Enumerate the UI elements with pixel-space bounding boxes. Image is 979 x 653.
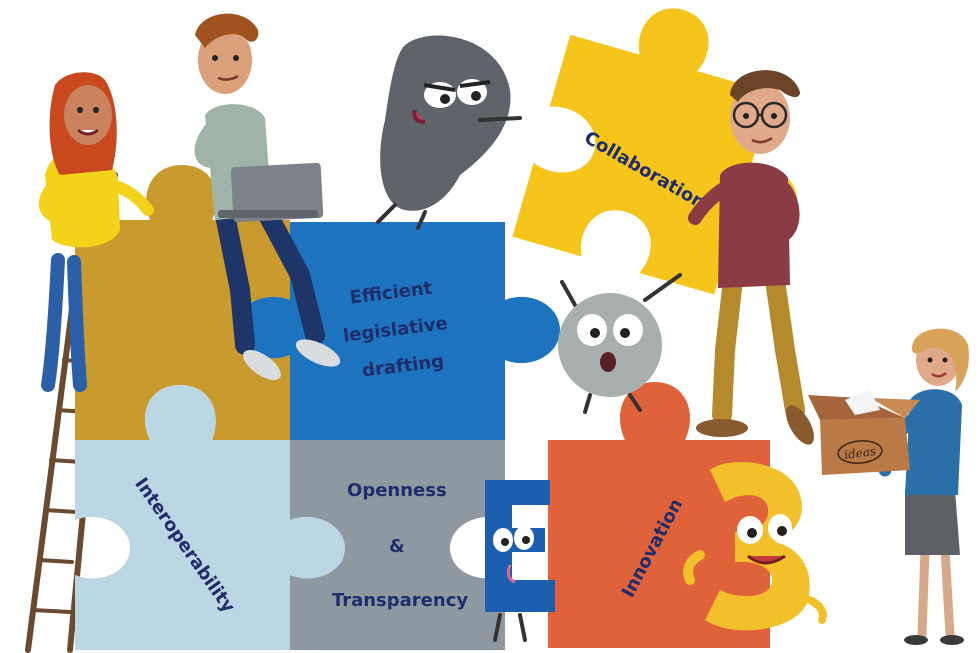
yellow-three-character (683, 462, 827, 631)
puzzle-piece-orange (548, 382, 770, 648)
puzzle-piece-light-blue (75, 385, 345, 650)
label-openness: Openness & Transparency (332, 480, 468, 611)
blue-e-character (485, 480, 555, 642)
puzzle-piece-grey (290, 440, 505, 650)
man-with-glasses (688, 70, 814, 445)
box-label: ideas (843, 444, 877, 462)
woman-on-ladder (38, 72, 154, 392)
grey-round-character (558, 273, 682, 414)
puzzle-piece-yellow (512, 8, 798, 295)
woman-with-box: ideas (808, 328, 969, 645)
grey-character-pushing (376, 35, 522, 230)
puzzle-piece-blue (235, 222, 560, 440)
man-with-laptop (194, 13, 341, 381)
